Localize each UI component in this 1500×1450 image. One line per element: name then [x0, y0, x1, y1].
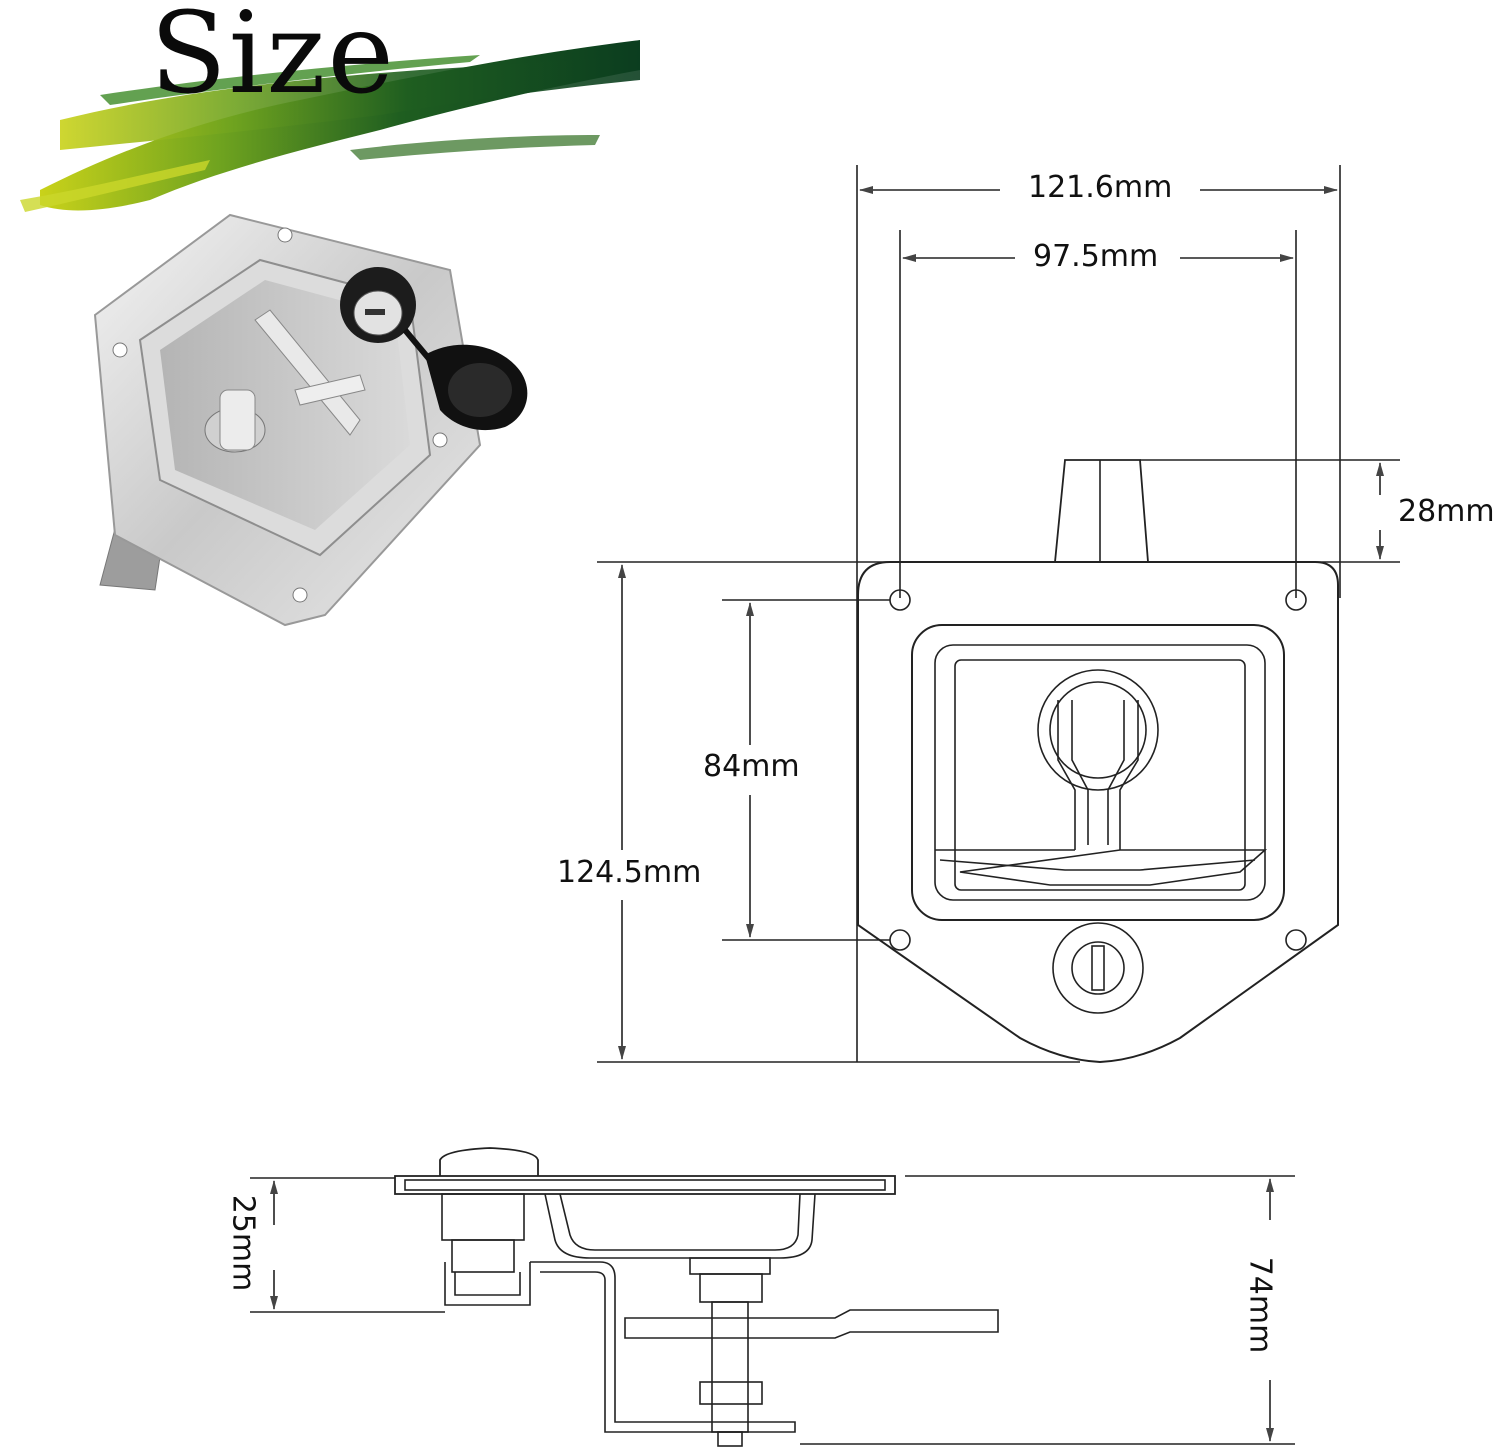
dim-label-overall-width: 121.6mm — [1022, 173, 1179, 203]
brush-stroke-graphic — [20, 40, 640, 212]
dim-label-total-depth: 74mm — [1242, 1256, 1278, 1354]
dim-label-side-depth: 25mm — [225, 1194, 261, 1292]
dim-label-overall-height: 124.5mm — [551, 858, 708, 888]
product-photo — [93, 213, 528, 627]
title-banner: Size — [0, 0, 660, 220]
dim-label-top-protrusion: 28mm — [1392, 497, 1500, 527]
dim-label-hole-spacing-height: 84mm — [697, 752, 806, 782]
banner-title: Size — [150, 0, 396, 119]
dim-label-hole-spacing-width: 97.5mm — [1027, 242, 1165, 272]
